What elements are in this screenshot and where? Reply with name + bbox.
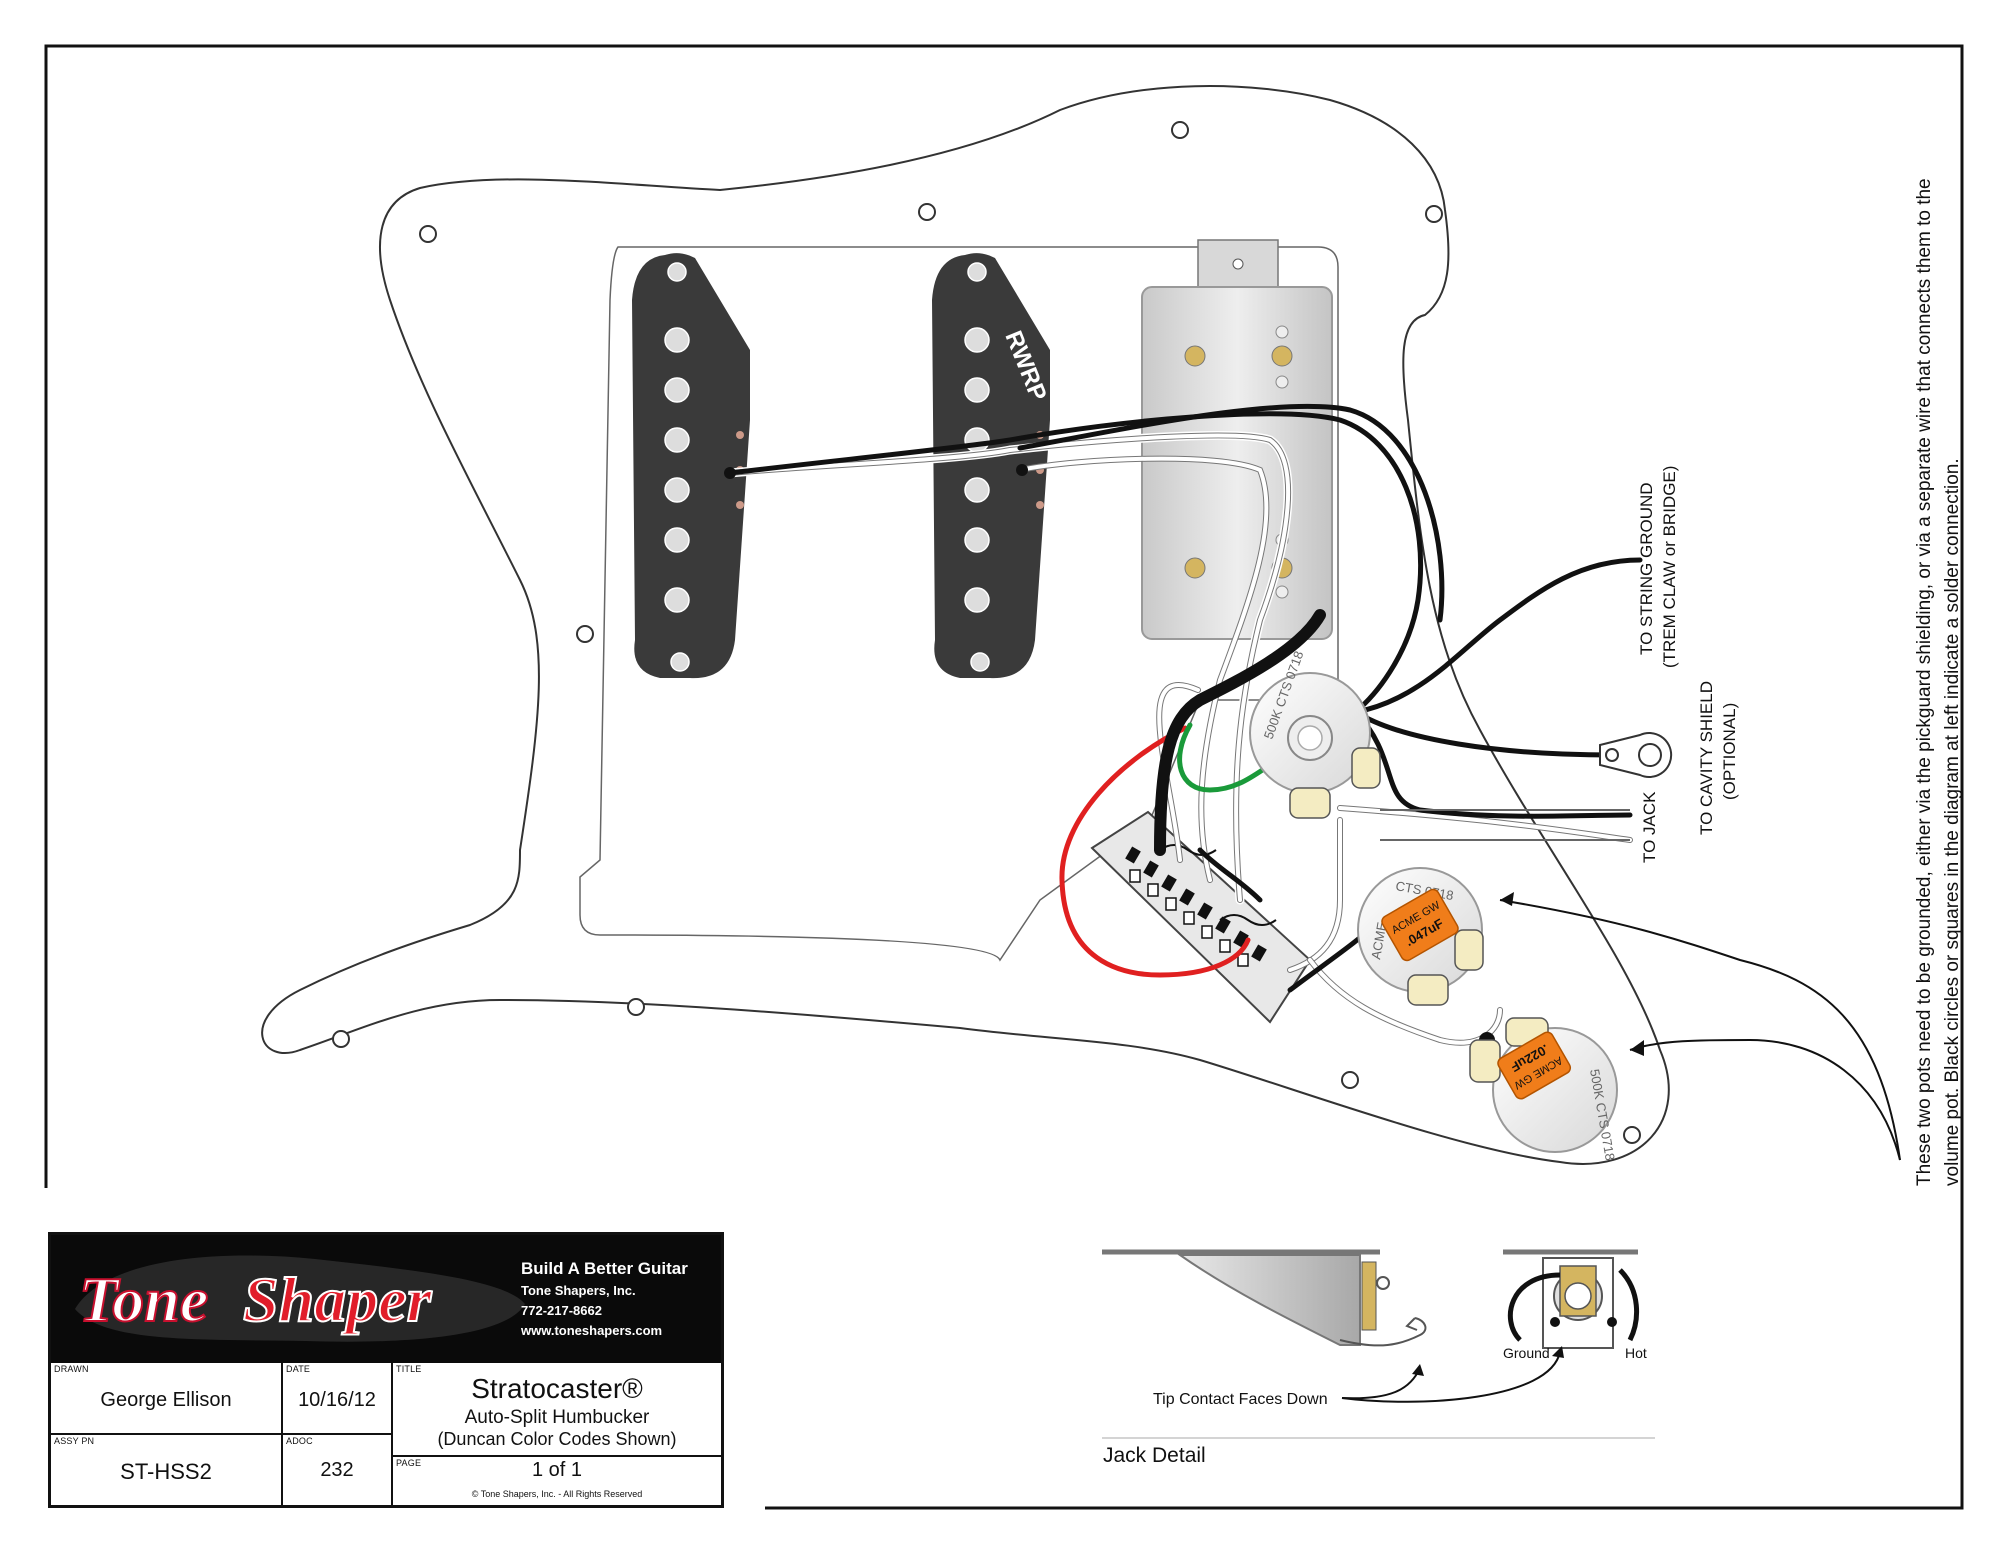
cavity-shield-label: TO CAVITY SHIELD bbox=[1697, 681, 1716, 835]
company-phone: 772-217-8662 bbox=[521, 1303, 602, 1318]
side-note-line2: volume pot. Black circles or squares in … bbox=[1942, 458, 1963, 1186]
neck-pickup bbox=[632, 253, 750, 679]
company-info: Build A Better Guitar Tone Shapers, Inc.… bbox=[521, 1257, 717, 1341]
page-cell: PAGE 1 of 1 © Tone Shapers, Inc. - All R… bbox=[393, 1457, 721, 1505]
string-ground-label: TO STRING GROUND bbox=[1637, 482, 1656, 655]
drawing-border bbox=[44, 44, 1964, 1510]
jack-detail: Ground Hot Tip Contact Faces Down Jack D… bbox=[1102, 1249, 1655, 1467]
tagline: Build A Better Guitar bbox=[521, 1259, 688, 1278]
date-cell: DATE 10/16/12 bbox=[283, 1363, 393, 1435]
drawing-subtitle-2: (Duncan Color Codes Shown) bbox=[437, 1429, 677, 1449]
tone-pot-1: ACME CTS 0718 ACME GW .047uF bbox=[1357, 867, 1484, 1006]
drawing-subtitle-1: Auto-Split Humbucker bbox=[464, 1407, 650, 1428]
jack-detail-title: Jack Detail bbox=[1103, 1444, 1206, 1467]
assy-cell: ASSY PN ST-HSS2 bbox=[51, 1435, 283, 1505]
volume-pot: 500K CTS 0718 bbox=[1249, 649, 1381, 819]
to-jack-label: TO JACK bbox=[1640, 791, 1659, 863]
to-jack-lines bbox=[1380, 809, 1630, 841]
jack-ground-label: Ground bbox=[1503, 1345, 1550, 1361]
svg-text:Tone: Tone bbox=[79, 1264, 208, 1335]
drawn-cell: DRAWN George Ellison bbox=[51, 1363, 283, 1435]
wires bbox=[725, 403, 1643, 1046]
page-number: 1 of 1 bbox=[531, 1459, 583, 1481]
title-banner: Tone Shaper Build A Better Guitar Tone S… bbox=[51, 1235, 721, 1363]
callout-arrows bbox=[1499, 899, 1901, 1161]
copyright: © Tone Shapers, Inc. - All Rights Reserv… bbox=[471, 1489, 643, 1499]
adoc-cell: ADOC 232 bbox=[283, 1435, 393, 1505]
drawing-title: Stratocaster® bbox=[471, 1373, 643, 1404]
company-name: Tone Shapers, Inc. bbox=[521, 1283, 636, 1298]
title-cell: TITLE Stratocaster® Auto-Split Humbucker… bbox=[393, 1363, 721, 1457]
svg-text:Shaper: Shaper bbox=[243, 1264, 433, 1335]
cavity-shield-sub: (OPTIONAL) bbox=[1720, 703, 1739, 800]
drawing-date: 10/16/12 bbox=[298, 1389, 376, 1411]
drawn-by: George Ellison bbox=[100, 1389, 232, 1411]
company-web[interactable]: www.toneshapers.com bbox=[521, 1323, 663, 1338]
assy-pn: ST-HSS2 bbox=[120, 1459, 212, 1484]
tone1-acme-label: ACME bbox=[1368, 921, 1389, 961]
jack-hot-label: Hot bbox=[1625, 1345, 1647, 1361]
tone-pot-2: 500K CTS 0718 ACME GW .022uF bbox=[1469, 1017, 1618, 1162]
side-note-line1: These two pots need to be grounded, eith… bbox=[1914, 178, 1935, 1186]
tip-note: Tip Contact Faces Down bbox=[1153, 1391, 1328, 1408]
middle-pickup: RWRP bbox=[932, 253, 1052, 679]
adoc-number: 232 bbox=[320, 1459, 354, 1481]
toneshaper-logo: Tone Shaper bbox=[75, 1255, 525, 1342]
title-block: Tone Shaper Build A Better Guitar Tone S… bbox=[48, 1232, 724, 1508]
string-ground-sub: (TREM CLAW or BRIDGE) bbox=[1660, 466, 1679, 668]
cavity-ground-lug bbox=[1599, 732, 1673, 778]
